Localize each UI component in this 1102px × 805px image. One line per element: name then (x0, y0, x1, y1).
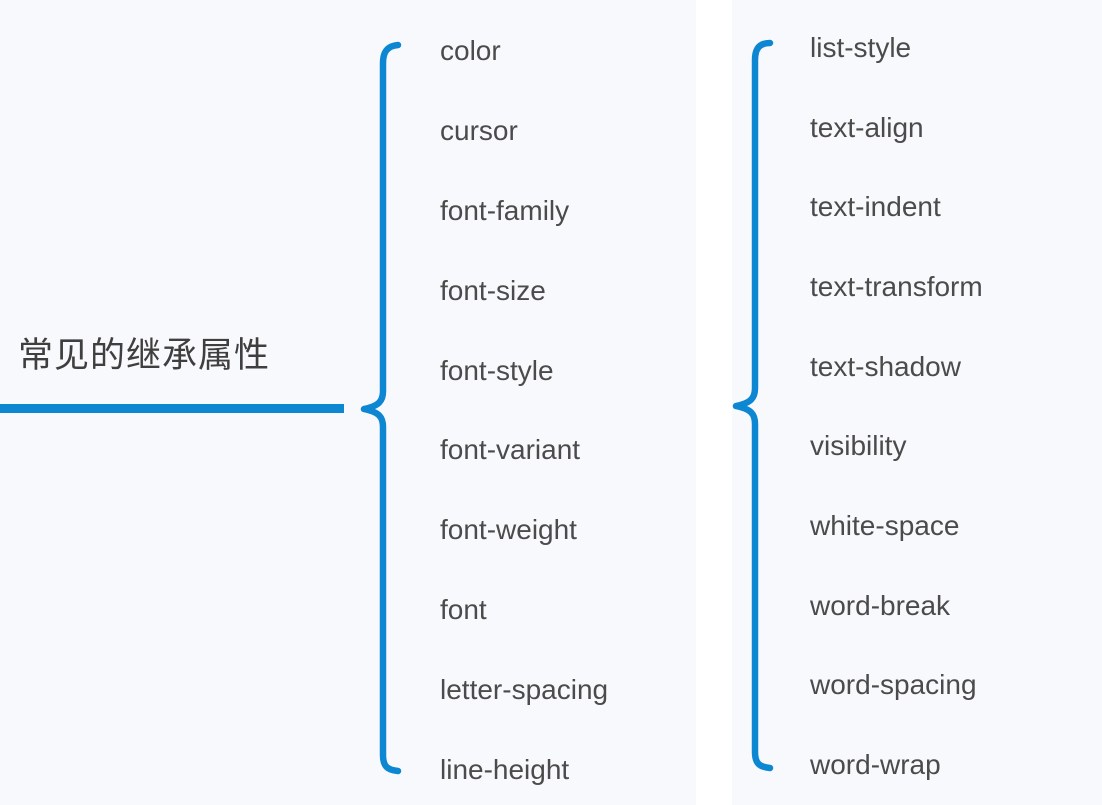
property-node[interactable]: cursor (440, 114, 518, 146)
branch-right-column: list-style text-align text-indent text-tran… (810, 28, 983, 785)
property-node[interactable]: letter-spacing (440, 674, 609, 705)
property-node[interactable]: text-indent (810, 191, 941, 223)
background-seam (696, 0, 732, 805)
property-node[interactable]: word-wrap (810, 748, 941, 780)
property-node[interactable]: font-weight (440, 514, 577, 546)
property-node[interactable]: text-shadow (810, 350, 961, 382)
property-node[interactable]: font-variant (440, 434, 581, 466)
property-node[interactable]: list-style (810, 32, 912, 63)
property-node[interactable]: visibility (810, 430, 907, 462)
property-node[interactable]: font-size (440, 274, 546, 306)
root-node-label: 常见的继承属性 (18, 336, 271, 375)
property-node[interactable]: word-spacing (810, 669, 977, 701)
property-node[interactable]: word-break (810, 589, 951, 621)
property-node[interactable]: line-height (440, 753, 570, 785)
property-node[interactable]: font-style (440, 354, 554, 386)
right-column-brace-icon (732, 39, 774, 772)
root-node-underline (0, 404, 344, 413)
property-node[interactable]: color (440, 35, 501, 66)
branch-left-column: color cursor font-family font-size font-styl… (440, 31, 608, 790)
property-node[interactable]: white-space (810, 509, 960, 541)
property-node[interactable]: font-family (440, 194, 570, 226)
property-node[interactable]: text-transform (810, 270, 983, 302)
property-node[interactable]: font (440, 594, 487, 626)
left-column-brace-icon (360, 41, 402, 775)
property-node[interactable]: text-align (810, 111, 924, 143)
